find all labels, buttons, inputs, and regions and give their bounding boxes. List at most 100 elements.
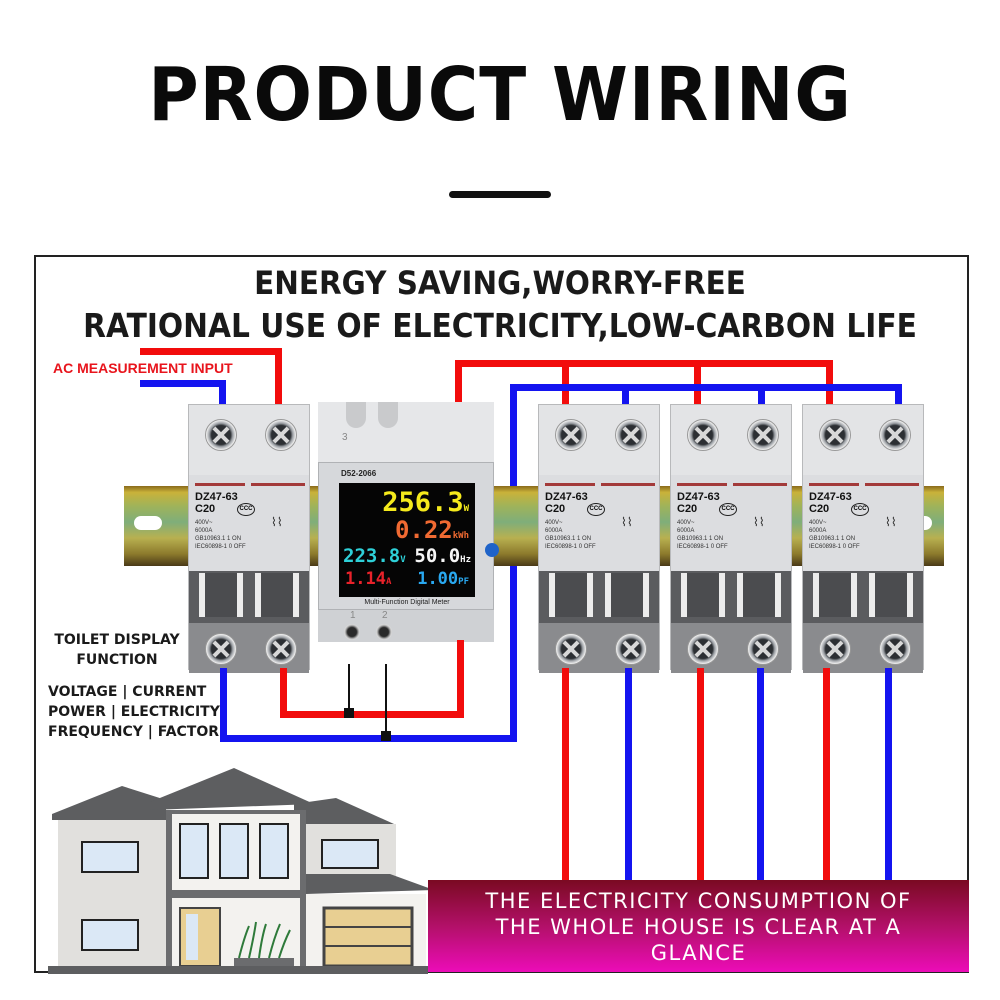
meter-caption: Multi-Function Digital Meter (364, 599, 450, 606)
breaker-rating: C20 (545, 503, 566, 515)
terminal-screw-icon (879, 633, 911, 665)
trip-curve-symbol-icon: ⌇⌇ (885, 515, 897, 529)
display-functions-list: VOLTAGE | CURRENT POWER | ELECTRICITY FR… (48, 682, 220, 742)
live-loop-riser (457, 640, 464, 718)
breaker-top-terminals (539, 405, 659, 475)
spec-voltage: 400V~ (677, 520, 695, 526)
breaker-toggle[interactable] (255, 573, 299, 617)
energy-reading: 0.22kWh (395, 516, 469, 544)
terminal-screw-icon (879, 419, 911, 451)
breaker-toggle[interactable] (549, 573, 593, 617)
label-stripe (251, 483, 305, 486)
meter-display: 256.3W 0.22kWh 223.8V 50.0Hz 1.14A 1.00P… (339, 483, 475, 597)
breaker-model: DZ47-63 (809, 491, 852, 503)
terminal-number: 1 (350, 610, 356, 621)
spec-breaking-capacity: 6000A (195, 528, 213, 534)
live-loop (280, 711, 464, 718)
banner-line: GLANCE (650, 941, 747, 965)
terminal-screw-icon (205, 419, 237, 451)
power-reading: 256.3W (382, 487, 469, 518)
spec-standard: GB10963.1 (545, 536, 576, 542)
off-label: 0 OFF (710, 544, 728, 550)
diagram-frame (34, 255, 969, 973)
certification-mark-icon: CCC (237, 503, 255, 516)
spec-voltage: 400V~ (195, 520, 213, 526)
neutral-bus-wire (510, 384, 902, 391)
spec-voltage: 400V~ (809, 520, 827, 526)
meter-signal-wire-2 (385, 664, 387, 736)
neutral-drop-3 (895, 384, 902, 406)
breaker-toggle[interactable] (199, 573, 243, 617)
label-stripe (195, 483, 245, 486)
garage-door (322, 906, 414, 968)
meter-model: D52-2066 (341, 469, 377, 478)
breaker-top-terminals (671, 405, 791, 475)
frequency-unit: Hz (460, 555, 471, 565)
meter-terminal-screw-icon (376, 624, 392, 640)
neutral-loop (220, 735, 517, 742)
terminal-screw-icon (615, 633, 647, 665)
function-line: VOLTAGE | CURRENT (48, 684, 207, 700)
branch-3-neutral-out (885, 668, 892, 880)
ac-input-neutral-wire (140, 380, 226, 387)
digital-energy-meter: 3 D52-2066 256.3W 0.22kWh 223.8V 50.0Hz … (318, 402, 499, 642)
meter-terminal-screw-icon (344, 624, 360, 640)
breaker-model: DZ47-63 (195, 491, 238, 503)
breaker-model: DZ47-63 (677, 491, 720, 503)
label-stripe (865, 483, 919, 486)
label-stripe (677, 483, 727, 486)
terminal-screw-icon (555, 419, 587, 451)
spec-breaking-capacity: 6000A (809, 528, 827, 534)
breaker-toggle[interactable] (869, 573, 913, 617)
branch-2-neutral-out (757, 668, 764, 880)
spec-standard: GB10963.1 (809, 536, 840, 542)
terminal-screw-icon (747, 419, 779, 451)
frequency-value: 50.0 (414, 545, 461, 567)
off-label: 0 OFF (578, 544, 596, 550)
power-value: 256.3 (382, 487, 464, 518)
spec-standard: GB10963.1 (677, 536, 708, 542)
power-factor-unit: PF (458, 577, 469, 587)
power-factor-value: 1.00 (417, 569, 459, 589)
on-label: 1 ON (709, 536, 724, 542)
energy-unit: kWh (452, 531, 469, 541)
spec-breaking-capacity: 6000A (677, 528, 695, 534)
meter-top-housing: 3 (318, 402, 494, 462)
terminal-screw-icon (265, 419, 297, 451)
window (321, 839, 379, 869)
terminal-number: 2 (382, 610, 388, 621)
terminal-screw-icon (205, 633, 237, 665)
ground-base (48, 966, 428, 974)
on-label: 1 ON (227, 536, 242, 542)
reset-button[interactable] (485, 543, 499, 557)
breaker-lever-housing (189, 571, 309, 623)
title-underline (449, 191, 551, 198)
breaker-toggle[interactable] (681, 573, 725, 617)
meter-bottom-terminals: 1 2 (318, 610, 494, 642)
spec-standard: GB10963.1 (195, 536, 226, 542)
terminal-number: 3 (342, 432, 348, 443)
junction-node (381, 731, 391, 741)
spec-standard: IEC60898-1 (195, 544, 228, 550)
breaker-toggle[interactable] (813, 573, 857, 617)
on-label: 1 ON (577, 536, 592, 542)
breaker-toggle[interactable] (737, 573, 781, 617)
live-bus-riser (455, 360, 462, 406)
neutral-drop-2 (758, 384, 765, 406)
breaker-toggle[interactable] (605, 573, 649, 617)
meter-clip (346, 402, 366, 428)
breaker-top-terminals (189, 405, 309, 475)
breaker-rating: C20 (809, 503, 830, 515)
breaker-rating: C20 (677, 503, 698, 515)
terminal-screw-icon (687, 419, 719, 451)
label-stripe (601, 483, 655, 486)
door-glass (186, 914, 198, 960)
banner-line: THE ELECTRICITY CONSUMPTION OF (485, 889, 912, 913)
label-stripe (809, 483, 859, 486)
breaker-lever-housing (539, 571, 659, 623)
power-factor-reading: 1.00PF (417, 569, 469, 589)
